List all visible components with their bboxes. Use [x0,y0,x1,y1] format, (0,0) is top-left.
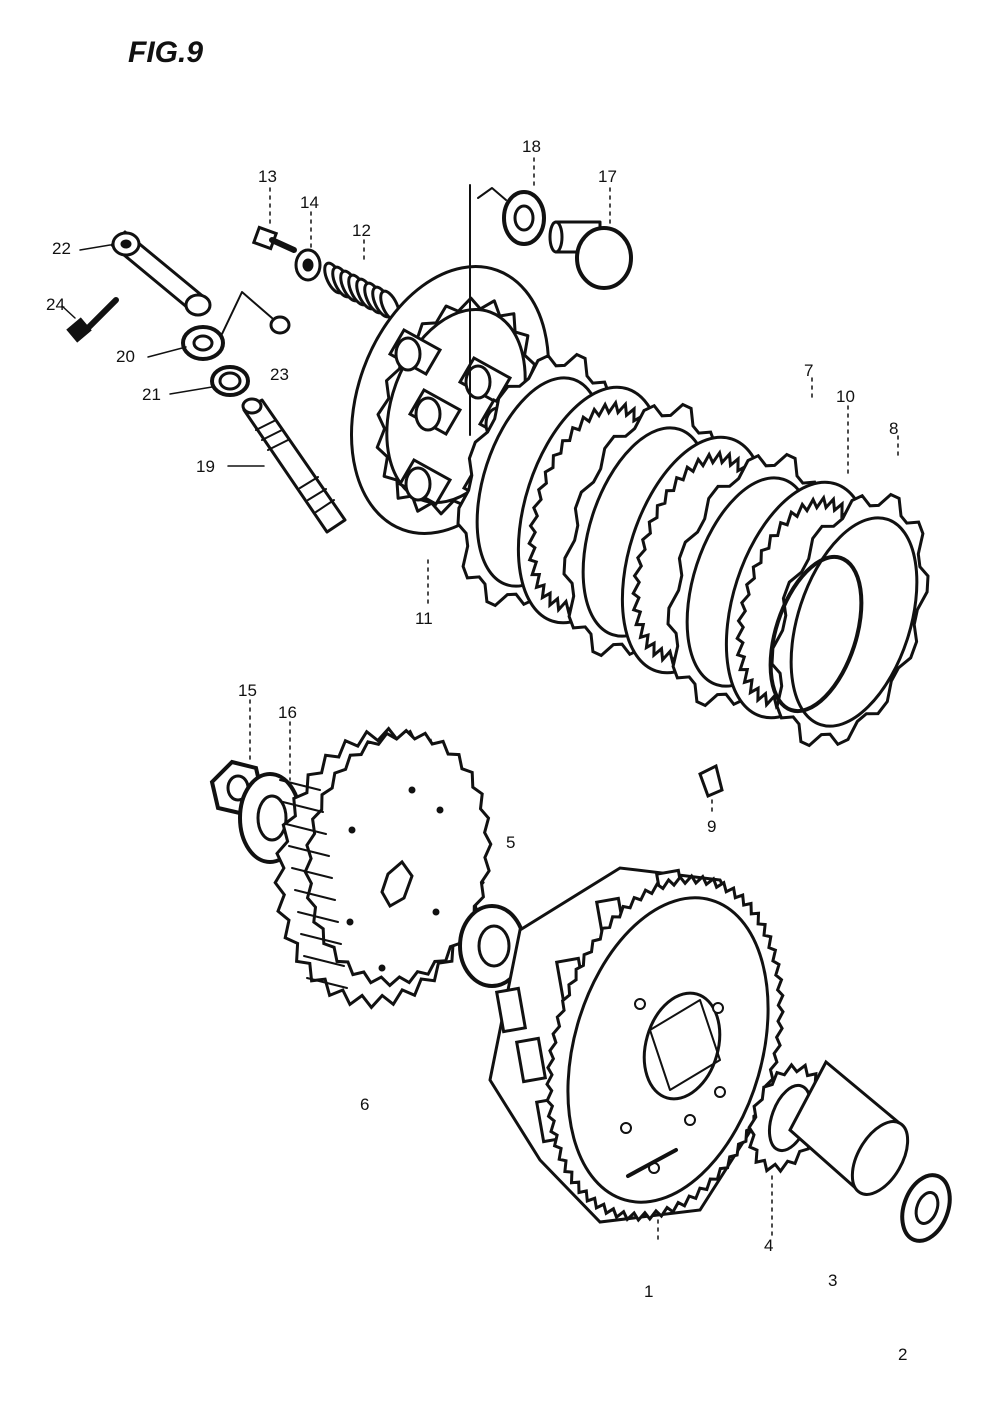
part-18-washer [502,190,546,246]
callout-1: 1 [644,1282,653,1301]
callout-5: 5 [506,833,515,852]
callout-3: 3 [828,1271,837,1290]
callout-20: 20 [116,347,135,366]
clutch-plate-stack-7-8-10 [456,352,930,748]
part-17-push-piece [548,220,633,290]
figure-title: FIG.9 [128,36,203,69]
callout-4: 4 [764,1236,773,1255]
part-2-washer [900,1173,952,1243]
callout-15: 15 [238,681,257,700]
part-19-release-screw [241,397,347,534]
part-22-release-arm [110,230,212,317]
callout-10: 10 [836,387,855,406]
part-24-bolt [66,297,119,343]
callout-14: 14 [300,193,319,212]
part-23-clip [221,291,291,335]
callout-labels: 1 2 3 4 5 6 7 8 9 10 11 12 13 14 15 16 1… [46,137,907,1364]
callout-19: 19 [196,457,215,476]
part-14-washer [294,248,322,282]
callout-21: 21 [142,385,161,404]
callout-18: 18 [522,137,541,156]
part-6-thrust-washer [458,904,526,988]
callout-17: 17 [598,167,617,186]
part-9-damper [698,763,724,799]
guide-line-18 [477,187,507,201]
part-21-washer [210,365,250,397]
part-11-pressure-plate [350,265,550,535]
part-5-sleeve-hub [273,726,493,1010]
callout-9: 9 [707,817,716,836]
callout-11: 11 [415,609,433,628]
callout-13: 13 [258,167,277,186]
part-3-spacer [788,1059,910,1196]
part-20-collar [181,325,225,361]
callout-7: 7 [804,361,813,380]
callout-2: 2 [898,1345,907,1364]
callout-22: 22 [52,239,71,258]
callout-24: 24 [46,295,65,314]
part-1-primary-driven-gear-housing [488,866,785,1224]
callout-23: 23 [270,365,289,384]
part-13-bolt [251,225,297,253]
callout-8: 8 [889,419,898,438]
leader-lines [61,157,899,1245]
part-12-spring [323,261,401,323]
callout-12: 12 [352,221,371,240]
callout-6: 6 [360,1095,369,1114]
callout-16: 16 [278,703,297,722]
